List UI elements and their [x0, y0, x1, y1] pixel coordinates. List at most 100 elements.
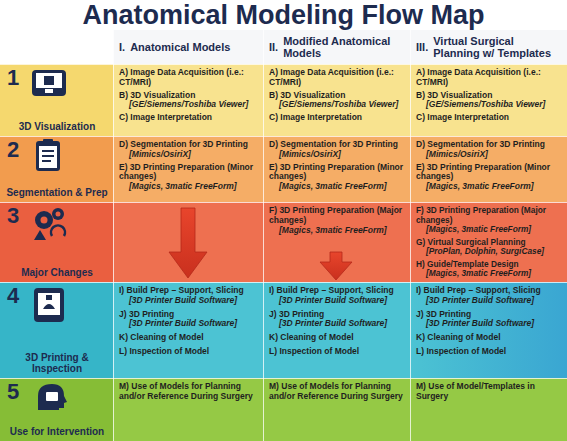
step-cell: F) 3D Printing Preparation (Major change…	[410, 202, 567, 282]
row-5-ground	[0, 378, 567, 441]
column-numeral: I.	[119, 41, 125, 53]
step-list: I) Build Prep – Support, Slicing[3D Prin…	[269, 286, 405, 357]
step-item: B) 3D Visualization	[269, 91, 405, 101]
step-item: M) Use of Model/Templates in Surgery	[416, 382, 562, 402]
stage-number: 5	[7, 381, 19, 403]
stage-label: Segmentation & Prep	[4, 187, 110, 198]
software-note: [Magics, 3matic FreeForm]	[416, 182, 562, 192]
software-note: [3D Printer Build Software]	[269, 319, 405, 329]
software-note: [3D Printer Build Software]	[119, 296, 258, 306]
head-icon	[38, 384, 67, 410]
step-item: K) Cleaning of Model	[416, 333, 562, 343]
step-cell: A) Image Data Acquisition (i.e.: CT/MRI)…	[263, 64, 410, 136]
step-item: C) Image Interpretation	[269, 113, 405, 123]
printer-icon	[34, 288, 64, 322]
software-note: [GE/Siemens/Toshiba Viewer]	[119, 100, 258, 110]
stage-band: 43D Printing & InspectionI) Build Prep –…	[0, 282, 567, 378]
column-header: II. Modified Anatomical Models	[263, 30, 410, 64]
step-item: M) Use of Models for Planning and/or Ref…	[269, 382, 405, 402]
stage-band: 5Use for Intervention M) Use of Models fo…	[0, 378, 567, 441]
step-item: F) 3D Printing Preparation (Major change…	[269, 206, 405, 226]
row-3-ground	[0, 202, 567, 282]
step-item: E) 3D Printing Preparation (Minor change…	[416, 163, 562, 183]
step-list: M) Use of Model/Templates in Surgery	[416, 382, 562, 402]
step-item: L) Inspection of Model	[416, 347, 562, 357]
step-cell: I) Build Prep – Support, Slicing[3D Prin…	[113, 282, 263, 378]
step-list: F) 3D Printing Preparation (Major change…	[416, 206, 562, 279]
step-list: M) Use of Models for Planning and/or Ref…	[269, 382, 405, 402]
stage-band: 3Major Changes F) 3D Printing Preparation…	[0, 202, 567, 282]
step-item: I) Build Prep – Support, Slicing	[269, 286, 405, 296]
software-note: [Mimics/OsiriX]	[269, 150, 405, 160]
row-3-side	[0, 202, 113, 282]
step-cell: A) Image Data Acquisition (i.e.: CT/MRI)…	[410, 64, 567, 136]
step-item: K) Cleaning of Model	[119, 333, 258, 343]
step-list: I) Build Prep – Support, Slicing[3D Prin…	[416, 286, 562, 357]
stage-label: 3D Printing & Inspection	[4, 352, 110, 374]
software-note: [Mimics/OsiriX]	[416, 150, 562, 160]
step-cell: A) Image Data Acquisition (i.e.: CT/MRI)…	[113, 64, 263, 136]
step-item: D) Segmentation for 3D Printing	[269, 140, 405, 150]
software-note: [GE/Siemens/Toshiba Viewer]	[269, 100, 405, 110]
step-list: D) Segmentation for 3D Printing[Mimics/O…	[119, 140, 258, 192]
row-1-side	[0, 64, 113, 136]
step-item: J) 3D Printing	[416, 310, 562, 320]
software-note: [3D Printer Build Software]	[269, 296, 405, 306]
step-cell: M) Use of Models for Planning and/or Ref…	[113, 378, 263, 441]
step-item: L) Inspection of Model	[269, 347, 405, 357]
row-4-side	[0, 282, 113, 378]
step-item: A) Image Data Acquisition (i.e.: CT/MRI)	[269, 68, 405, 88]
software-note: [3D Printer Build Software]	[119, 319, 258, 329]
stage-number: 2	[7, 139, 19, 161]
software-note: [Magics, 3matic FreeForm]	[119, 182, 258, 192]
column-title: Modified Anatomical Models	[283, 35, 404, 59]
step-cell: M) Use of Model/Templates in Surgery	[410, 378, 567, 441]
step-cell: D) Segmentation for 3D Printing[Mimics/O…	[263, 136, 410, 202]
step-cell: I) Build Prep – Support, Slicing[3D Prin…	[410, 282, 567, 378]
step-list: A) Image Data Acquisition (i.e.: CT/MRI)…	[416, 68, 562, 123]
software-note: [Magics, 3matic FreeForm]	[269, 226, 405, 236]
step-item: J) 3D Printing	[269, 310, 405, 320]
stage-band: 13D VisualizationA) Image Data Acquisiti…	[0, 64, 567, 136]
column-title: Virtual Surgical Planning w/ Templates	[433, 35, 561, 59]
column-header: I.Anatomical Models	[113, 30, 263, 64]
step-list: M) Use of Models for Planning and/or Ref…	[119, 382, 258, 402]
row-2-side	[0, 136, 113, 202]
stage-label: Use for Intervention	[4, 426, 110, 437]
step-item: C) Image Interpretation	[119, 113, 258, 123]
row-1-ground	[0, 64, 567, 136]
column-header: III.Virtual Surgical Planning w/ Templat…	[410, 30, 567, 64]
diagram-title: Anatomical Modeling Flow Map	[0, 0, 567, 30]
step-list: D) Segmentation for 3D Printing[Mimics/O…	[416, 140, 562, 192]
column-numeral: II.	[269, 41, 278, 53]
step-list: A) Image Data Acquisition (i.e.: CT/MRI)…	[269, 68, 405, 123]
step-cell: D) Segmentation for 3D Printing[Mimics/O…	[113, 136, 263, 202]
step-item: I) Build Prep – Support, Slicing	[119, 286, 258, 296]
software-note: [ProPlan, Dolphin, SurgiCase]	[416, 247, 562, 257]
stage-label: Major Changes	[4, 267, 110, 278]
software-note: [Magics, 3matic FreeForm]	[269, 182, 405, 192]
gears-icon	[34, 208, 65, 240]
flow-arrow	[169, 208, 207, 278]
step-item: K) Cleaning of Model	[269, 333, 405, 343]
step-item: D) Segmentation for 3D Printing	[119, 140, 258, 150]
header-band	[113, 30, 567, 64]
step-item: L) Inspection of Model	[119, 347, 258, 357]
step-item: A) Image Data Acquisition (i.e.: CT/MRI)	[119, 68, 258, 88]
step-cell: D) Segmentation for 3D Printing[Mimics/O…	[410, 136, 567, 202]
clipboard-icon	[36, 139, 60, 171]
stage-label: 3D Visualization	[4, 121, 110, 132]
step-cell: I) Build Prep – Support, Slicing[3D Prin…	[263, 282, 410, 378]
step-item: B) 3D Visualization	[416, 91, 562, 101]
software-note: [3D Printer Build Software]	[416, 319, 562, 329]
software-note: [Magics, 3matic FreeForm]	[416, 269, 562, 279]
stage-number: 3	[7, 205, 19, 227]
step-item: D) Segmentation for 3D Printing	[416, 140, 562, 150]
step-list: I) Build Prep – Support, Slicing[3D Prin…	[119, 286, 258, 357]
step-item: B) 3D Visualization	[119, 91, 258, 101]
row-2-ground	[0, 136, 567, 202]
step-cell: F) 3D Printing Preparation (Major change…	[263, 202, 410, 250]
step-item: J) 3D Printing	[119, 310, 258, 320]
monitor-icon	[32, 70, 66, 96]
